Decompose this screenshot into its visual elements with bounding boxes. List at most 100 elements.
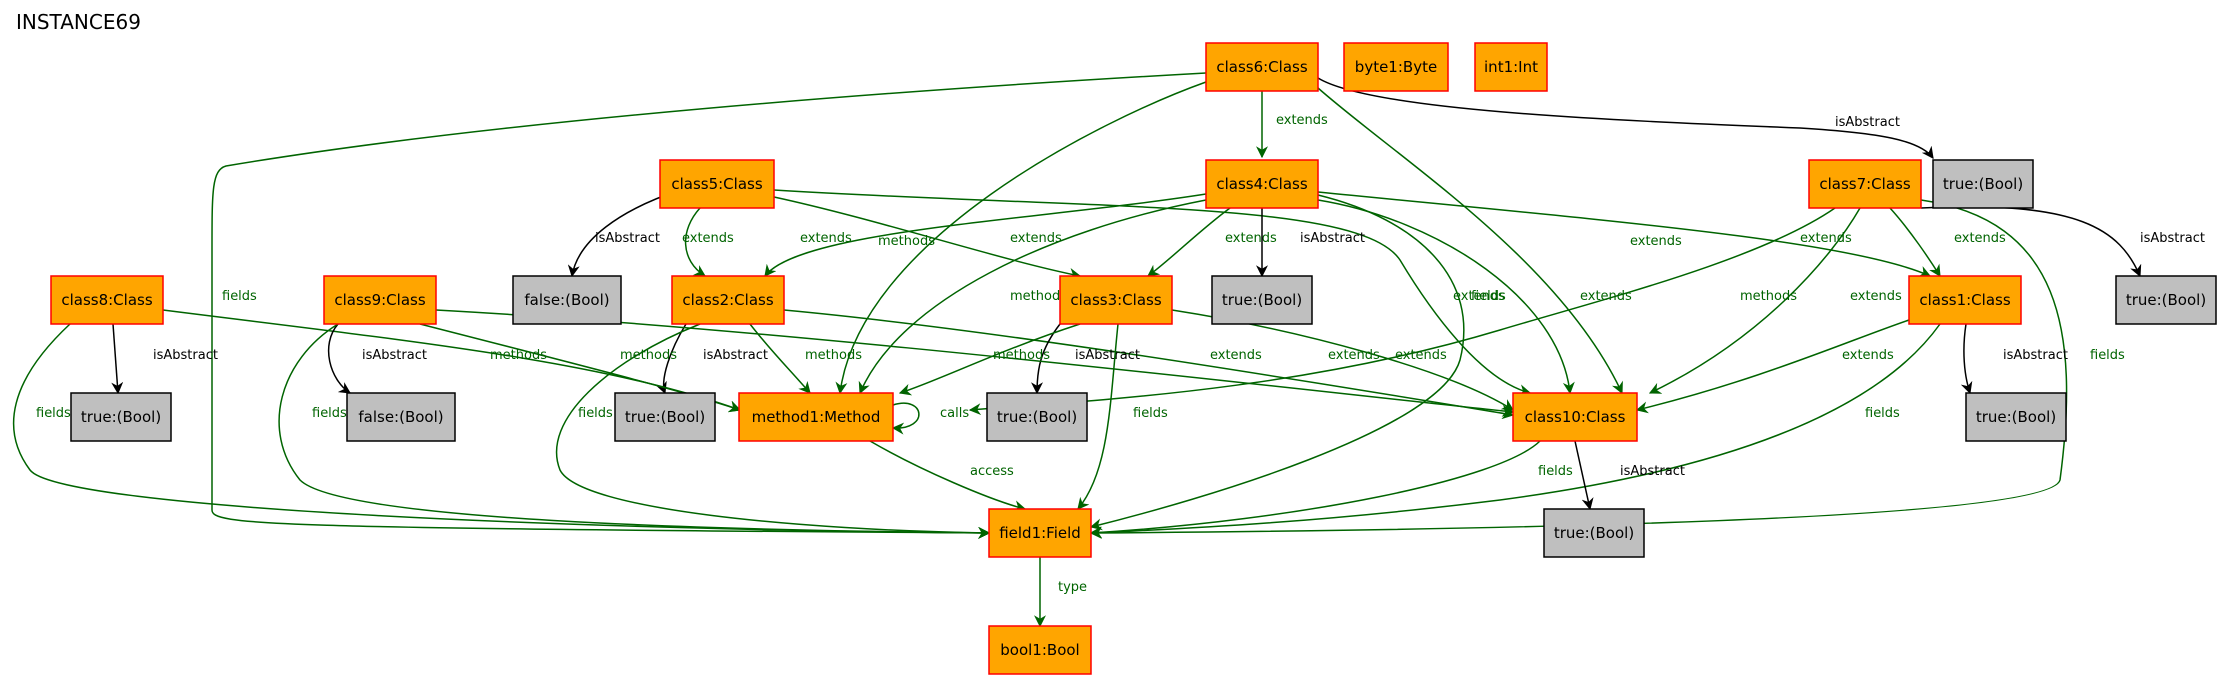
edge-class7-method1: methods: [968, 207, 1836, 416]
edge-label: isAbstract: [2003, 348, 2068, 363]
node-class4: class4:Class: [1205, 159, 1319, 209]
edge-label: methods: [1740, 289, 1797, 304]
node-label: true:(Bool): [1943, 175, 2023, 193]
node-label: true:(Bool): [997, 408, 1077, 426]
edge-line: [1574, 440, 1594, 511]
node-label: class6:Class: [1216, 58, 1307, 76]
edge-label: fields: [1538, 464, 1573, 479]
edge-label: extends: [1954, 231, 2006, 246]
edge-label: fields: [2090, 348, 2125, 363]
edge-label: methods: [620, 348, 677, 363]
edge-method1-method1: calls: [891, 402, 969, 435]
node-class2: class2:Class: [671, 275, 785, 325]
edge-label: extends: [1328, 348, 1380, 363]
edge-class4-class2: extends: [764, 193, 1207, 277]
edge-class3-trueF: isAbstract: [1031, 323, 1140, 395]
node-class5: class5:Class: [659, 159, 775, 209]
edge-field1-bool1: type: [1034, 557, 1087, 628]
edge-line: [327, 323, 352, 394]
edge-label: extends: [1276, 113, 1328, 128]
node-label: class8:Class: [61, 291, 152, 309]
edge-label: isAbstract: [595, 231, 660, 246]
edge-class5-class2: extends: [682, 207, 734, 277]
node-class6: class6:Class: [1205, 42, 1319, 92]
edge-class4-class3: extends: [1147, 207, 1277, 277]
edge-line: [1089, 194, 1465, 531]
edge-label: isAbstract: [2140, 231, 2205, 246]
edge-line: [1648, 207, 1861, 394]
edge-class4-method1: methods: [858, 199, 1207, 395]
node-box: [986, 392, 1088, 442]
node-box: [671, 275, 785, 325]
edge-line: [773, 196, 1082, 280]
edge-method1-field1: access: [869, 440, 1027, 513]
edge-line: [835, 81, 1207, 395]
edge-class1-trueG: isAbstract: [1960, 323, 2068, 395]
edge-line: [1089, 323, 1941, 539]
node-trueA: true:(Bool): [1932, 159, 2034, 209]
node-box: [659, 159, 775, 209]
edge-class3-field1: fields: [1077, 323, 1168, 510]
edge-line: [1317, 87, 1623, 395]
edge-label: methods: [1010, 289, 1067, 304]
node-method1: method1:Method: [738, 392, 894, 442]
edge-label: methods: [805, 348, 862, 363]
edge-label: extends: [1210, 348, 1262, 363]
node-label: true:(Bool): [1976, 408, 2056, 426]
node-box: [988, 508, 1092, 558]
node-field1: field1:Field: [988, 508, 1092, 558]
edge-label: extends: [1842, 348, 1894, 363]
node-box: [1343, 42, 1449, 92]
node-trueC: true:(Bool): [1211, 275, 1313, 325]
node-label: method1:Method: [752, 408, 881, 426]
edge-class2-trueE: isAbstract: [655, 323, 768, 395]
edge-class5-class10: extends: [773, 189, 1532, 397]
node-box: [1543, 508, 1645, 558]
node-box: [1059, 275, 1173, 325]
edge-label: extends: [1225, 231, 1277, 246]
edge-class7-field1: fields: [1089, 199, 2125, 539]
node-box: [1205, 42, 1319, 92]
edge-label: fields: [36, 406, 71, 421]
node-false2: false:(Bool): [346, 392, 456, 442]
edge-label: extends: [1453, 289, 1505, 304]
edge-line: [12, 323, 991, 539]
node-label: false:(Bool): [358, 408, 443, 426]
edge-line: [773, 189, 1532, 397]
node-label: class3:Class: [1070, 291, 1161, 309]
edge-class6-field1: fields: [211, 72, 1207, 539]
edge-label: methods: [490, 348, 547, 363]
edge-label: isAbstract: [153, 348, 218, 363]
edge-class5-class3: extends: [773, 196, 1082, 280]
edge-line: [1635, 319, 1910, 414]
edge-label: type: [1058, 580, 1087, 595]
node-false1: false:(Bool): [512, 275, 622, 325]
node-box: [2115, 275, 2217, 325]
edge-class6-trueA: isAbstract: [1317, 77, 1934, 159]
node-label: true:(Bool): [1222, 291, 1302, 309]
node-box: [1932, 159, 2034, 209]
node-box: [70, 392, 172, 442]
node-box: [346, 392, 456, 442]
edge-label: fields: [1133, 406, 1168, 421]
node-label: class10:Class: [1525, 408, 1626, 426]
edge-class10-field1: fields: [1089, 440, 1573, 539]
edge-line: [891, 402, 920, 435]
edge-line: [898, 323, 1081, 396]
node-box: [1908, 275, 2022, 325]
edge-label: fields: [312, 406, 347, 421]
node-box: [1205, 159, 1319, 209]
node-label: true:(Bool): [1554, 524, 1634, 542]
edge-line: [1089, 199, 2068, 539]
edge-label: extends: [1010, 231, 1062, 246]
edge-line: [858, 199, 1207, 395]
node-box: [1965, 392, 2067, 442]
edge-line: [869, 440, 1027, 513]
node-box: [614, 392, 716, 442]
edge-label: isAbstract: [1075, 348, 1140, 363]
edge-class7-class10: extends: [1648, 207, 1902, 394]
node-box: [1808, 159, 1922, 209]
edge-line: [968, 207, 1836, 416]
